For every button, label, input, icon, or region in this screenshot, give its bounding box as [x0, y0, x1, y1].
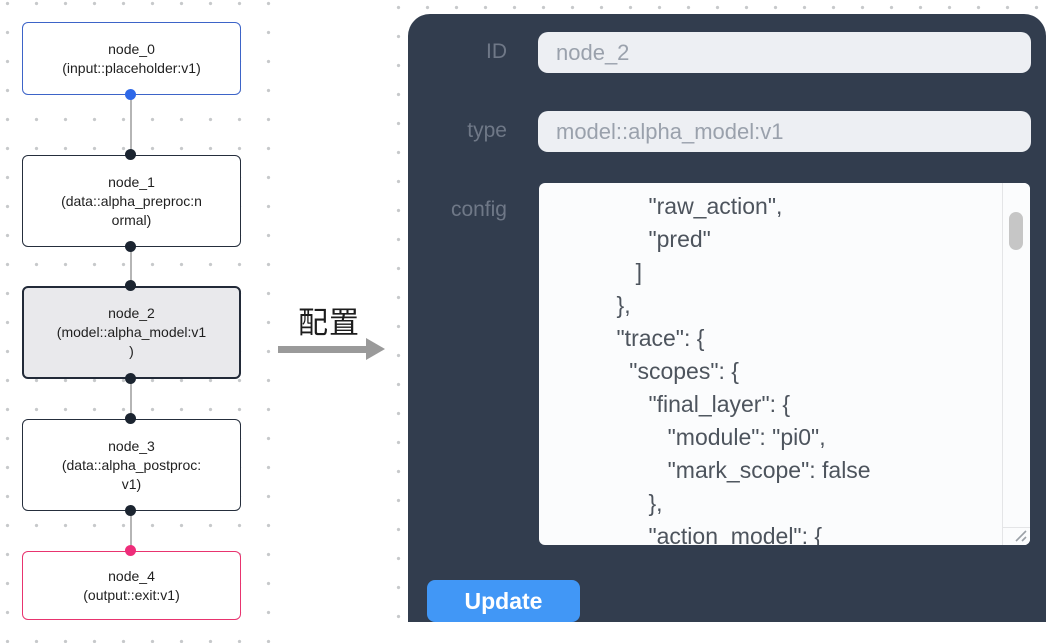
id-field-label: ID — [486, 40, 507, 63]
node-label: node_0 (input::placeholder:v1) — [62, 40, 201, 76]
edge-node2-node3 — [130, 379, 132, 419]
node-label: node_1 (data::alpha_preproc:n ormal) — [61, 173, 202, 228]
node-handle-node2-top[interactable] — [125, 280, 136, 291]
node-handle-node2-bottom[interactable] — [125, 373, 136, 384]
flow-node-node_4[interactable]: node_4 (output::exit:v1) — [22, 551, 241, 620]
node-handle-node4-top[interactable] — [125, 545, 136, 556]
transfer-label: 配置 — [298, 307, 360, 340]
config-textarea[interactable]: "raw_action", "pred" ] }, "trace": { "sc… — [539, 183, 1030, 545]
node-label: node_4 (output::exit:v1) — [83, 567, 180, 603]
config-json-text: "raw_action", "pred" ] }, "trace": { "sc… — [616, 193, 871, 545]
flow-canvas: node_0 (input::placeholder:v1) node_1 (d… — [0, 0, 272, 643]
arrow-right-icon — [278, 346, 368, 353]
node-handle-node3-top[interactable] — [125, 413, 136, 424]
node-handle-node3-bottom[interactable] — [125, 505, 136, 516]
transfer-annotation: 配置 — [272, 290, 394, 380]
type-field-label: type — [467, 119, 507, 142]
scrollbar[interactable] — [1002, 183, 1030, 545]
flow-node-node_1[interactable]: node_1 (data::alpha_preproc:n ormal) — [22, 155, 241, 247]
node-label: node_2 (model::alpha_model:v1 ) — [56, 305, 207, 359]
node-handle-node1-top[interactable] — [125, 149, 136, 160]
textarea-corner — [1002, 527, 1030, 545]
resize-handle-icon[interactable] — [1014, 529, 1027, 542]
update-button[interactable]: Update — [427, 580, 580, 622]
node-config-panel: ID type config "raw_action", "pred" ] },… — [408, 14, 1046, 622]
edge-node3-node4 — [130, 511, 132, 551]
type-input[interactable] — [538, 111, 1031, 152]
config-panel-region: ID type config "raw_action", "pred" ] },… — [394, 0, 1062, 643]
config-field-label: config — [450, 198, 507, 221]
node-handle-node1-bottom[interactable] — [125, 241, 136, 252]
scrollbar-thumb[interactable] — [1009, 212, 1023, 250]
edge-node0-node1 — [130, 95, 132, 155]
arrow-right-head-icon — [366, 338, 385, 360]
id-input[interactable] — [538, 32, 1031, 73]
flow-node-node_0[interactable]: node_0 (input::placeholder:v1) — [22, 22, 241, 95]
flow-node-node_3[interactable]: node_3 (data::alpha_postproc: v1) — [22, 419, 241, 511]
edge-node1-node2 — [130, 247, 132, 286]
update-button-label: Update — [464, 587, 543, 614]
node-label: node_3 (data::alpha_postproc: v1) — [61, 437, 202, 492]
flow-node-node_2[interactable]: node_2 (model::alpha_model:v1 ) — [22, 286, 241, 379]
node-handle-node0-bottom[interactable] — [125, 89, 136, 100]
